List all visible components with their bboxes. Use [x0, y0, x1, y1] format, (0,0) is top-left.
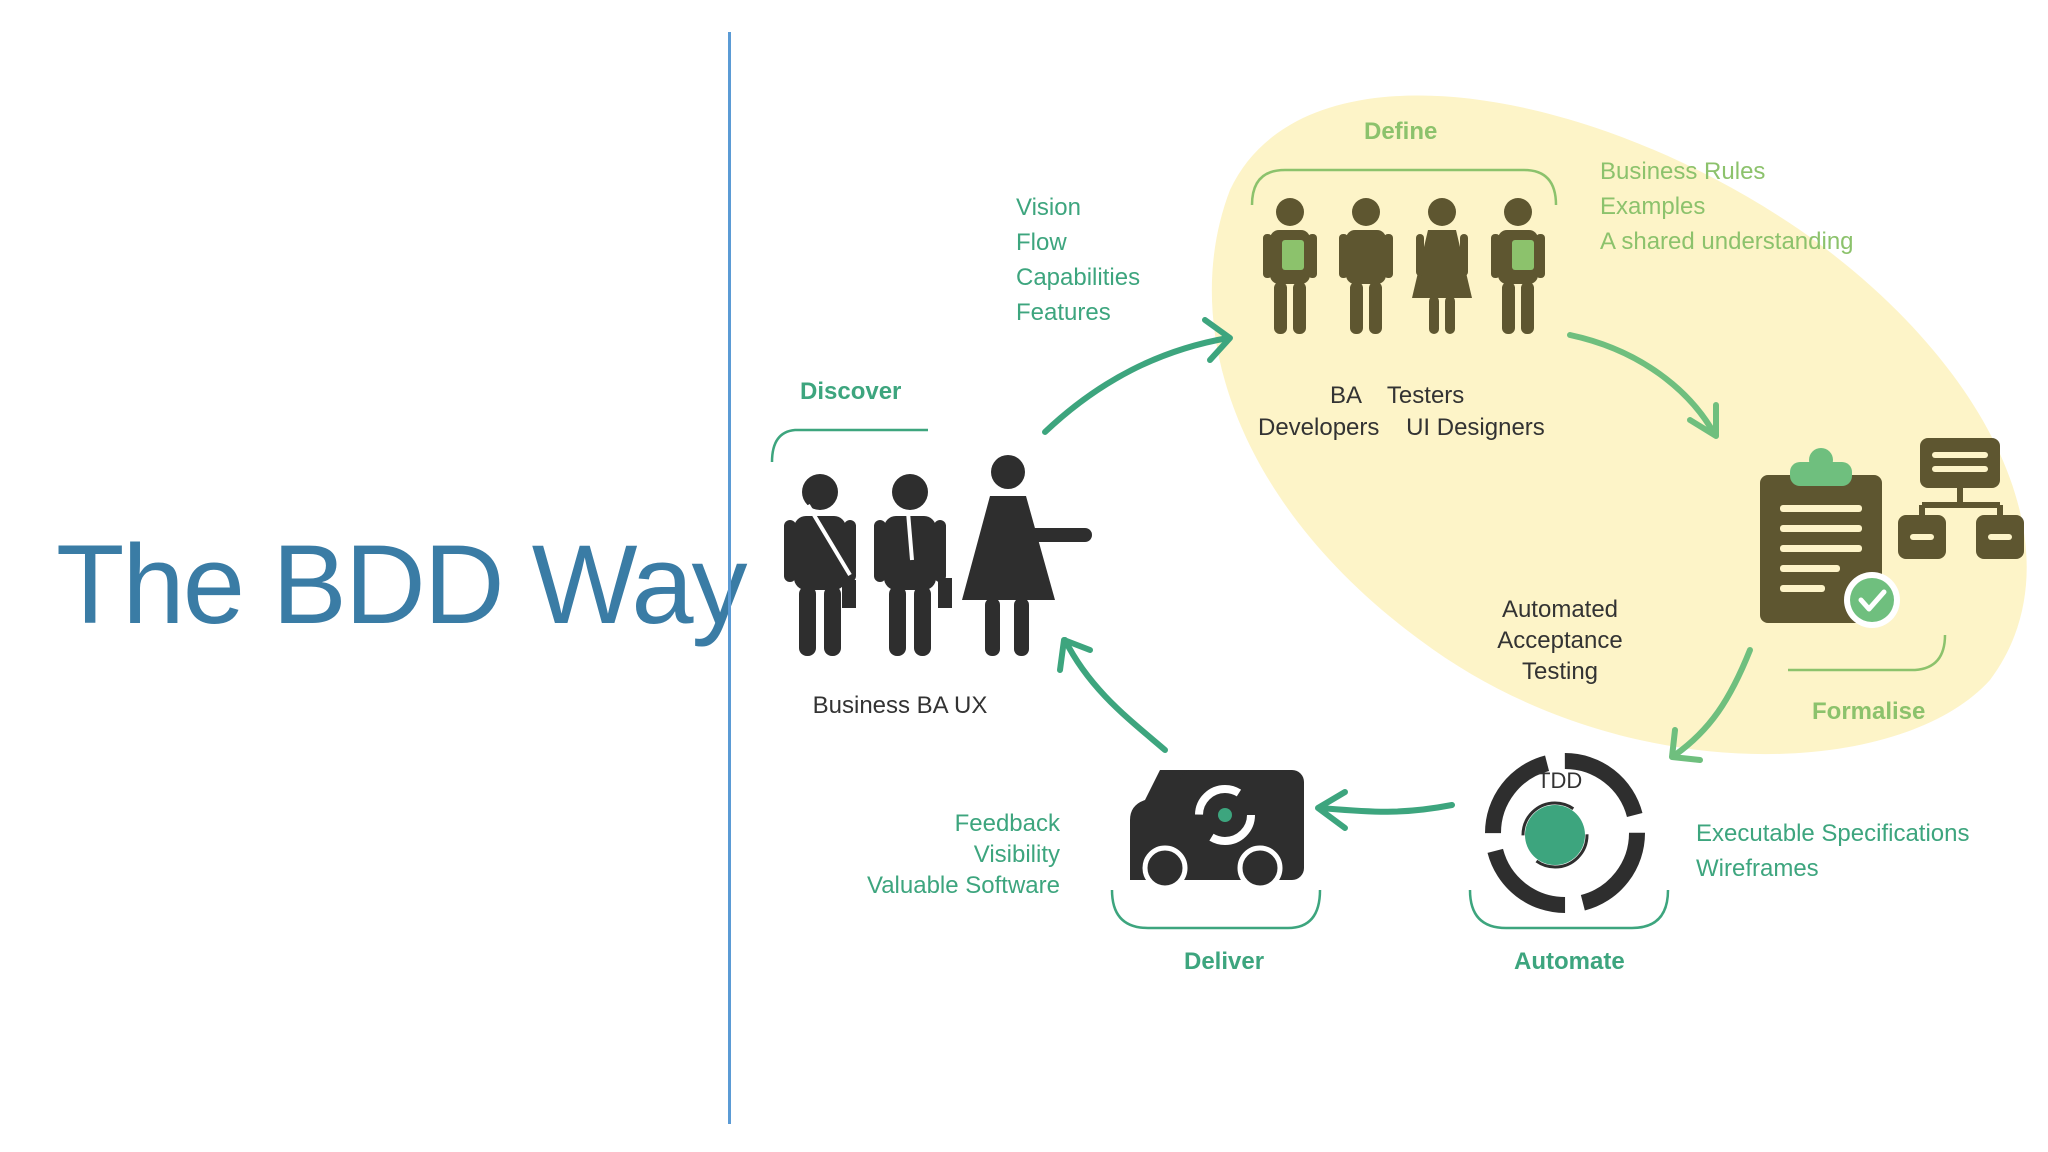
- list-item: Business Rules: [1600, 158, 1766, 185]
- arrow-icon: [1672, 647, 1753, 758]
- discover-items: Vision Flow Capabilities Features: [1016, 190, 1140, 330]
- discover-roles: Business BA UX: [812, 692, 988, 719]
- tdd-cycle-icon: [1485, 753, 1645, 913]
- list-item: Executable Specifications: [1696, 820, 1970, 847]
- stage-automate-name: Automate: [1514, 948, 1625, 975]
- slide-title: The BDD Way: [56, 522, 748, 647]
- define-roles-line1: BA Testers: [1330, 382, 1465, 409]
- define-items: Business Rules Examples A shared underst…: [1600, 154, 1854, 259]
- arrow-icon: [1567, 332, 1718, 438]
- stage-brackets: [770, 168, 1947, 930]
- automate-items: Executable Specifications Wireframes: [1696, 816, 1970, 886]
- cycle-arrows: [1042, 317, 1455, 831]
- list-item: Features: [1016, 299, 1111, 326]
- list-item: Vision: [1016, 194, 1081, 221]
- stage-discover-name: Discover: [800, 378, 902, 405]
- discover-people-icon: [784, 455, 1092, 656]
- list-item: Valuable Software: [866, 872, 1060, 899]
- arrow-icon: [1042, 335, 1231, 435]
- list-item: A shared understanding: [1600, 228, 1854, 255]
- formalise-items: Automated Acceptance Testing: [1480, 594, 1640, 687]
- list-item: Automated: [1501, 596, 1619, 623]
- list-item: Testing: [1521, 658, 1599, 685]
- sitemap-icon: [1898, 438, 2024, 559]
- list-item: Flow: [1016, 229, 1067, 256]
- delivery-van-icon: [1130, 770, 1304, 891]
- vertical-divider: [728, 32, 731, 1124]
- stage-deliver-name: Deliver: [1184, 948, 1265, 975]
- deliver-items: Feedback Visibility Valuable Software: [820, 808, 1060, 901]
- cycle-arrows-green: [1567, 332, 1753, 763]
- define-roles-line2: Developers UI Designers: [1258, 414, 1545, 441]
- list-item: Feedback: [954, 810, 1060, 837]
- list-item: Examples: [1600, 193, 1706, 220]
- list-item: Capabilities: [1016, 264, 1141, 291]
- stage-define-name: Define: [1364, 118, 1438, 145]
- arrow-icon: [1062, 637, 1168, 753]
- list-item: Visibility: [973, 841, 1060, 868]
- document-checklist-icon: [1760, 448, 1900, 628]
- list-item: Wireframes: [1696, 855, 1819, 882]
- arrow-icon: [1317, 802, 1455, 815]
- list-item: Acceptance: [1497, 627, 1623, 654]
- tdd-badge: TDD: [1537, 768, 1583, 793]
- stage-formalise-name: Formalise: [1812, 698, 1926, 725]
